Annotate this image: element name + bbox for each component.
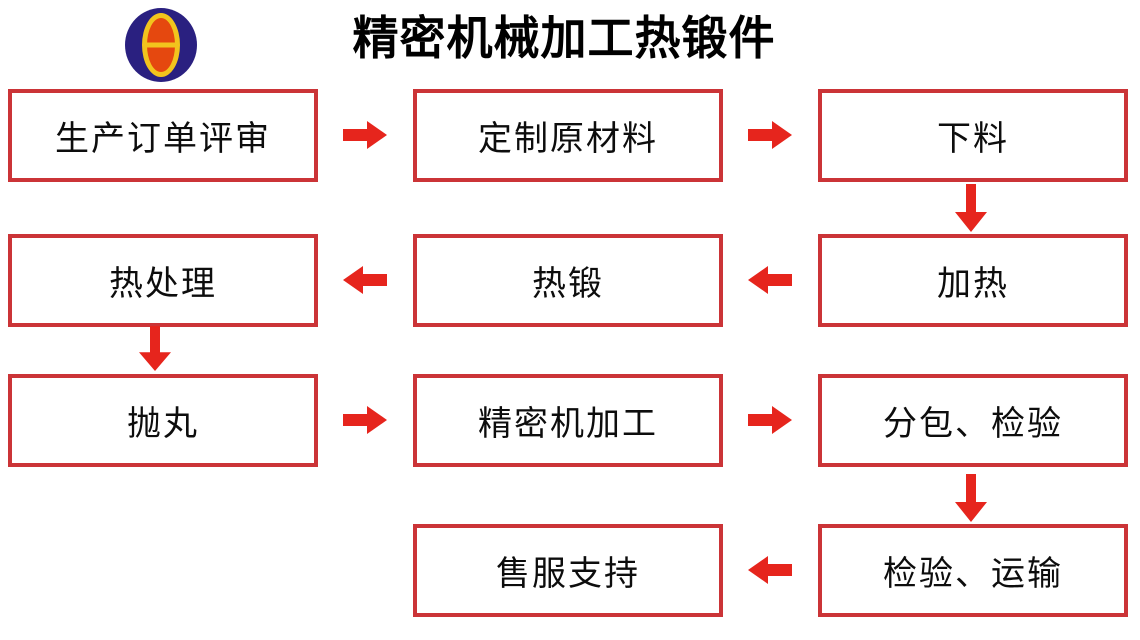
flow-node-shot-blasting: 抛丸 [8,374,318,467]
flow-node-inspection-transport: 检验、运输 [818,524,1128,617]
arrow-right-icon [748,406,792,434]
flow-node-label: 加热 [937,265,1009,303]
flow-node-heat-treatment: 热处理 [8,234,318,327]
flow-node-label: 抛丸 [127,405,199,443]
flow-node-label: 精密机加工 [478,405,658,443]
flow-node-custom-raw-material: 定制原材料 [413,89,723,182]
flow-node-label: 生产订单评审 [55,120,271,158]
flow-node-label: 热处理 [109,265,217,303]
flow-node-subcontract-inspection: 分包、检验 [818,374,1128,467]
arrow-left-icon [748,556,792,584]
arrow-right-icon [748,121,792,149]
flow-node-heating: 加热 [818,234,1128,327]
arrow-down-icon [955,474,987,522]
arrow-left-icon [748,266,792,294]
arrow-down-icon [955,184,987,232]
flow-node-cutting: 下料 [818,89,1128,182]
logo-crossbar [147,42,175,48]
flow-node-label: 分包、检验 [883,405,1063,443]
arrow-down-icon [139,326,171,371]
arrow-right-icon [343,406,387,434]
flow-node-label: 热锻 [532,265,604,303]
flow-node-precision-machining: 精密机加工 [413,374,723,467]
flow-node-hot-forging: 热锻 [413,234,723,327]
arrow-right-icon [343,121,387,149]
flow-node-after-sales-support: 售服支持 [413,524,723,617]
flow-node-label: 售服支持 [496,555,640,593]
flow-node-label: 下料 [937,120,1009,158]
company-logo [125,8,197,82]
arrow-left-icon [343,266,387,294]
page-title: 精密机械加工热锻件 [352,12,776,64]
flow-node-label: 定制原材料 [478,120,658,158]
flow-node-order-review: 生产订单评审 [8,89,318,182]
flow-node-label: 检验、运输 [883,555,1063,593]
